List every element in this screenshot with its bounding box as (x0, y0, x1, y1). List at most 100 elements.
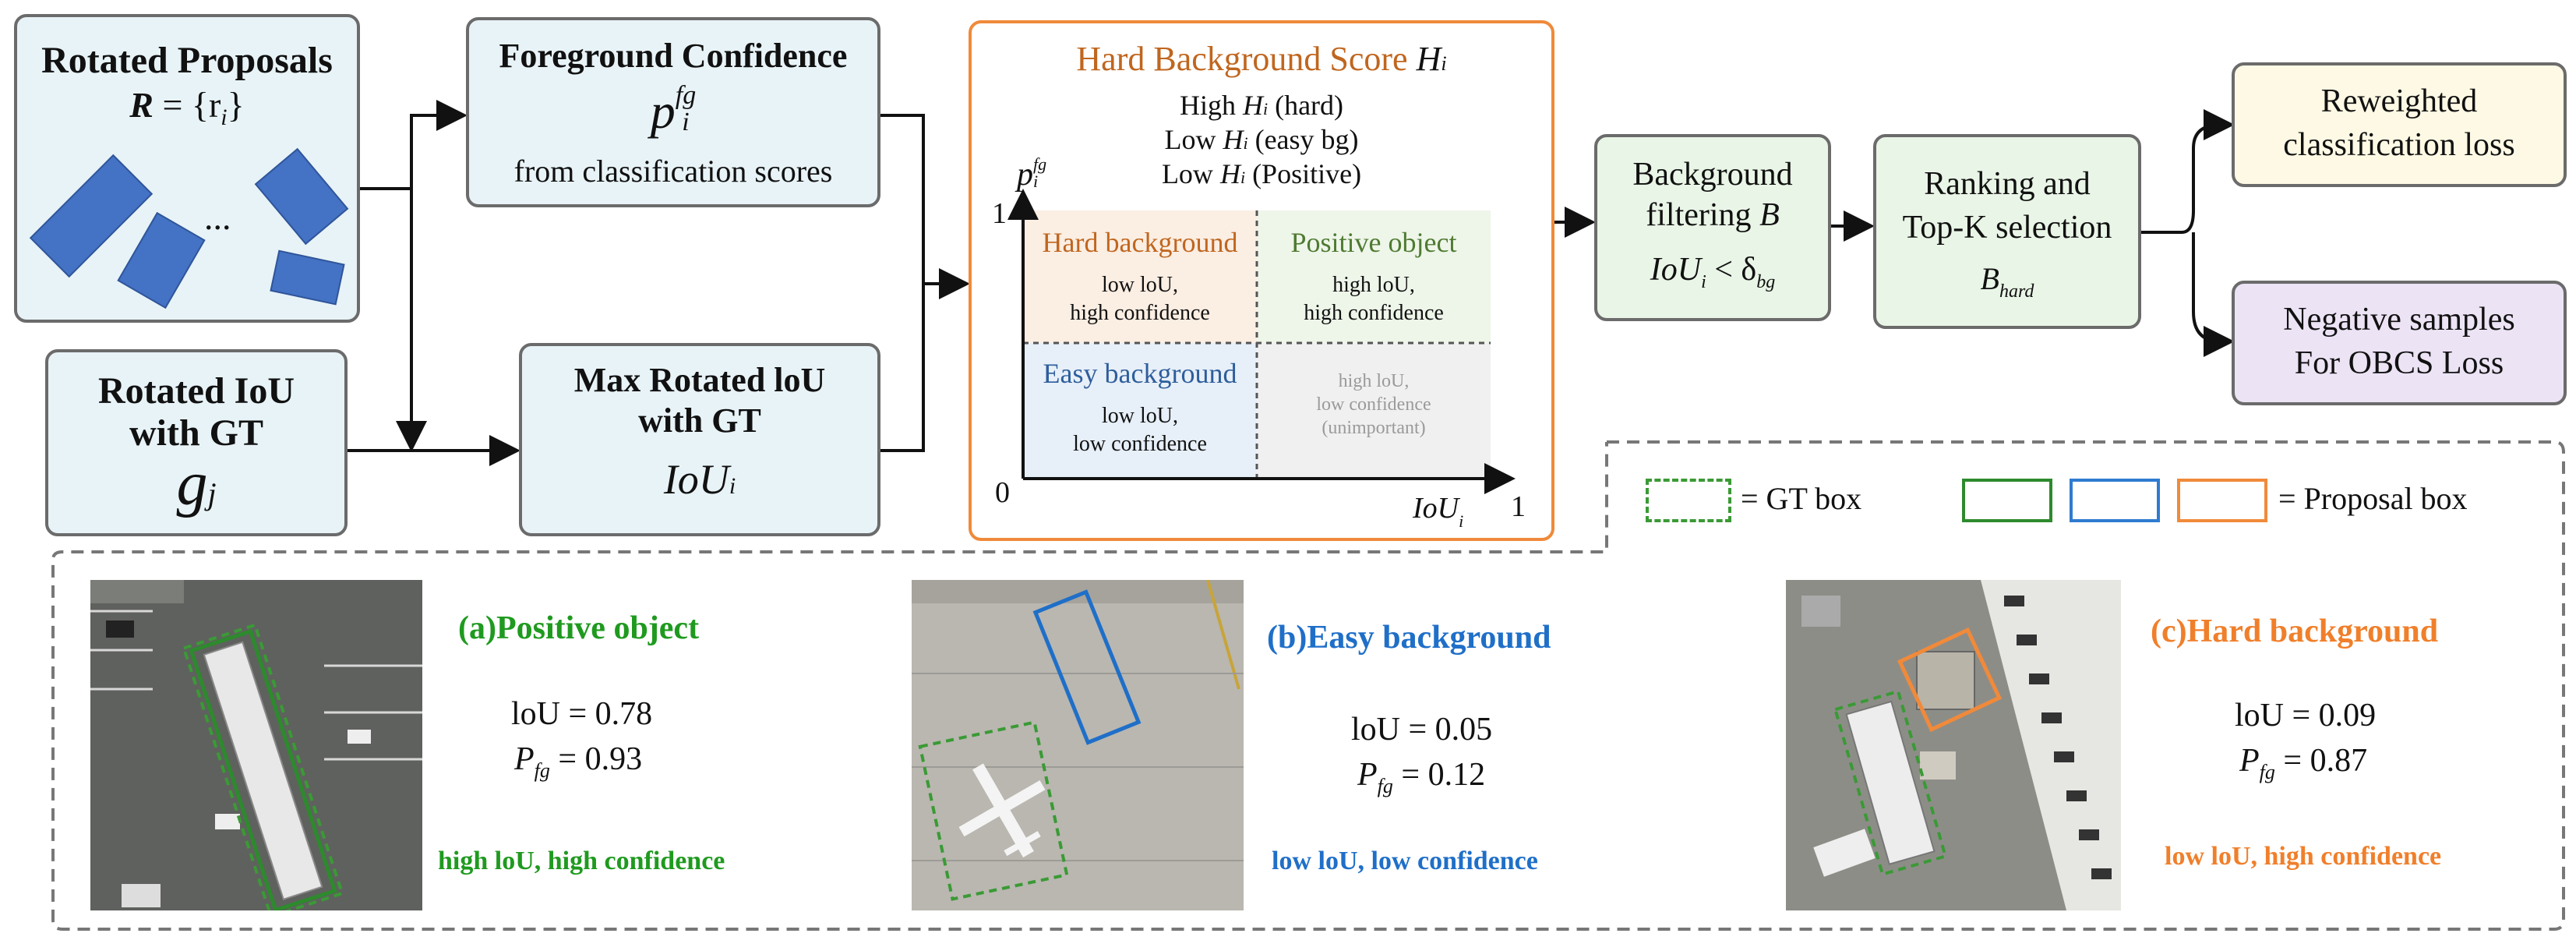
proposals-ellipsis: ... (204, 197, 231, 237)
quadrant-positive-l2: high confidence (1304, 301, 1444, 325)
example-c-iou: loU = 0.09 (2235, 698, 2377, 734)
bg-filter-expr: IoUi < δbg (1650, 252, 1776, 292)
quadrant-easy-background: Easy background low loU, low confidence (1023, 343, 1257, 477)
building (1916, 651, 1975, 710)
rotated-iou-gt-box: Rotated IoU with GT gj (45, 349, 348, 536)
proposal-rect (254, 147, 349, 246)
example-c-pfg: Pfg = 0.87 (2239, 743, 2368, 783)
example-c-scene (1786, 580, 2121, 910)
airplane (958, 763, 1046, 857)
proposal-box-green (189, 628, 337, 910)
hard-bg-line1: High Hi (hard) (1179, 90, 1344, 121)
axis-origin: 0 (995, 476, 1010, 509)
example-c-title: (c)Hard background (2151, 613, 2439, 649)
proposal-box-orange (1897, 627, 2003, 733)
example-c-footer: low loU, high confidence (2165, 842, 2442, 871)
rotated-iou-gt-symbol: gj (176, 450, 217, 518)
negative-l1: Negative samples (2283, 302, 2515, 338)
bg-filter-l1: Background (1632, 157, 1793, 193)
quadrant-positive-l1: high loU, (1332, 273, 1415, 297)
ranking-symbol: Bhard (1980, 261, 2034, 302)
reweighted-loss-box: Reweighted classification loss (2232, 62, 2567, 187)
quadrant-hard-title: Hard background (1042, 227, 1238, 258)
example-b-pfg: Pfg = 0.12 (1357, 757, 1486, 797)
quadrant-unimportant-l3: (unimportant) (1322, 418, 1426, 438)
rotated-proposals-title: Rotated Proposals (41, 40, 333, 81)
legend-gt-swatch (1646, 479, 1731, 522)
max-rotated-iou-box: Max Rotated loU with GT IoUi (519, 343, 880, 536)
quadrant-unimportant-l1: high loU, (1338, 371, 1410, 391)
max-iou-title1: Max Rotated loU (573, 361, 826, 399)
hard-bg-axes (1007, 189, 1516, 494)
quadrant-easy-l2: low confidence (1073, 432, 1207, 456)
hard-bg-line2: Low Hi (easy bg) (1164, 124, 1359, 155)
negative-l2: For OBCS Loss (2294, 345, 2504, 381)
rotated-proposals-formula: R = {ri} (129, 85, 245, 130)
ranking-l1: Ranking and (1924, 166, 2091, 202)
quadrant-positive-object: Positive object high loU, high confidenc… (1257, 210, 1491, 343)
rotated-proposals-box: Rotated Proposals R = {ri} ... (14, 14, 360, 323)
proposal-box-blue (1032, 589, 1142, 745)
axis-y-one: 1 (992, 197, 1007, 230)
merge-line (880, 114, 925, 452)
example-a-iou: loU = 0.78 (511, 696, 653, 732)
arrow-proposals-to-fg (360, 100, 468, 190)
axis-x-one: 1 (1511, 490, 1526, 523)
gt-box (1833, 689, 1948, 877)
rotated-iou-gt-title2: with GT (129, 412, 264, 454)
quadrant-hard-l1: low loU, (1102, 273, 1178, 297)
quadrant-easy-title: Easy background (1043, 358, 1237, 389)
arrow-to-negative (2192, 232, 2235, 357)
ranking-l2: Top-K selection (1902, 210, 2112, 246)
quadrant-hard-background: Hard background low loU, high confidence (1023, 210, 1257, 343)
axis-x-label: IoUi (1413, 492, 1464, 531)
example-c-image (1786, 580, 2121, 910)
example-a-image (90, 580, 422, 910)
example-b-image (912, 580, 1244, 910)
bus (203, 641, 323, 900)
gt-box (918, 720, 1069, 901)
bg-filter-l2: filtering B (1646, 197, 1780, 233)
hard-bg-score-box: Hard Background Score Hi High Hi (hard) … (969, 20, 1554, 541)
quadrant-positive-title: Positive object (1290, 227, 1457, 258)
reweighted-l2: classification loss (2283, 127, 2515, 163)
fg-confidence-title: Foreground Confidence (499, 37, 848, 75)
legend-proposal-green (1962, 479, 2052, 522)
proposal-rect (117, 211, 206, 309)
car (348, 730, 371, 744)
proposal-rect (270, 249, 345, 306)
examples-panel-frame (51, 440, 2565, 931)
gt-box (182, 623, 344, 910)
example-b-iou: loU = 0.05 (1351, 712, 1493, 748)
rotated-iou-gt-title1: Rotated IoU (98, 370, 295, 412)
max-iou-title2: with GT (638, 401, 761, 440)
hard-bg-line3: Low Hi (Positive) (1161, 158, 1362, 189)
fg-confidence-caption: from classification scores (513, 154, 833, 189)
quadrant-hard-l2: high confidence (1070, 301, 1210, 325)
quadrant-easy-l1: low loU, (1102, 404, 1178, 428)
proposal-rect (29, 154, 154, 278)
example-b-title: (b)Easy background (1267, 620, 1551, 656)
legend-gt-label: = GT box (1741, 481, 1862, 516)
reweighted-l1: Reweighted (2320, 83, 2478, 119)
max-iou-symbol: IoUi (663, 456, 736, 503)
example-b-scene (912, 580, 1244, 910)
negative-samples-box: Negative samples For OBCS Loss (2232, 281, 2567, 405)
car (106, 620, 134, 638)
car (215, 814, 240, 829)
proposal-shapes (29, 147, 349, 309)
car (122, 884, 161, 907)
example-a-scene (90, 580, 422, 910)
hard-bg-title: Hard Background Score Hi (1076, 40, 1447, 78)
example-a-pfg: Pfg = 0.93 (514, 741, 643, 782)
ranking-box: Ranking and Top-K selection Bhard (1873, 134, 2141, 329)
bus (1845, 700, 1936, 865)
legend-proposal-label: = Proposal box (2278, 481, 2468, 516)
background-filtering-box: Background filtering B IoUi < δbg (1594, 134, 1831, 321)
arrow-to-reweighted (2141, 109, 2235, 234)
